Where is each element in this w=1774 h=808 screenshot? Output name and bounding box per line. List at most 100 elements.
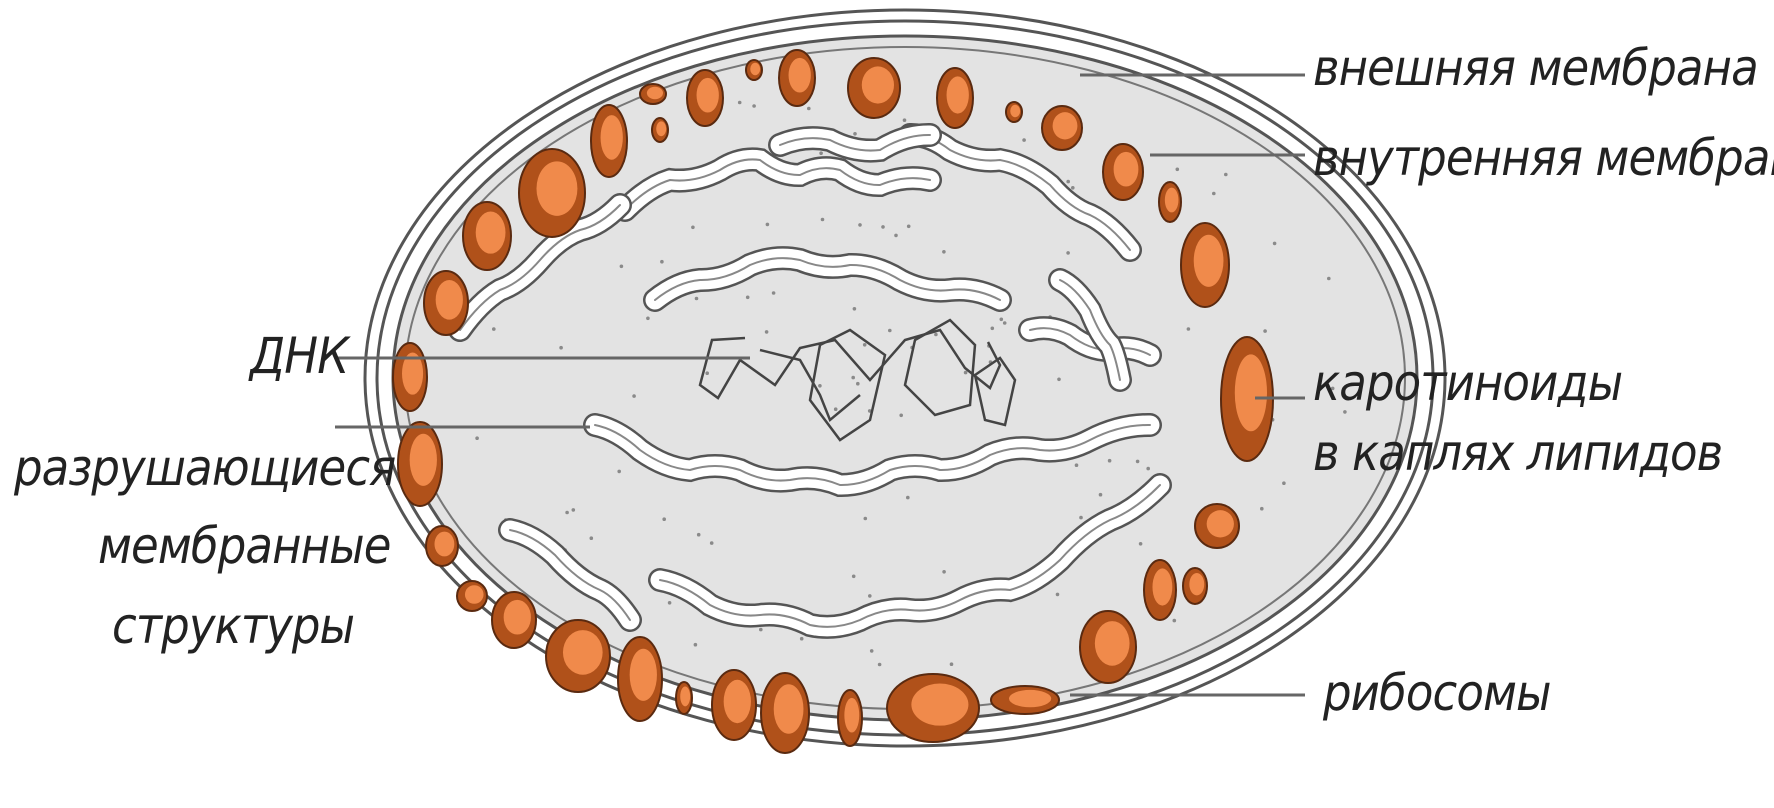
ribosome-dot — [1282, 481, 1286, 485]
carotenoid-droplet-highlight — [1095, 621, 1130, 666]
ribosome-dot — [492, 327, 496, 331]
ribosome-dot — [863, 343, 867, 347]
carotenoid-droplet-highlight — [697, 78, 719, 113]
ribosome-dot — [1212, 192, 1216, 196]
ribosome-dot — [1327, 277, 1331, 281]
ribosome-dot — [868, 594, 872, 598]
ribosome-dot — [1176, 168, 1180, 172]
carotenoid-droplet-highlight — [1194, 235, 1224, 287]
ribosome-dot — [1273, 242, 1277, 246]
ribosome-dot — [1003, 321, 1007, 325]
ribosome-dot — [1075, 463, 1079, 467]
ribosome-dot — [565, 511, 569, 515]
label-carotenoids-2: в каплях липидов — [1313, 425, 1722, 481]
carotenoid-droplet-highlight — [844, 698, 859, 733]
ribosome-dot — [1139, 542, 1143, 546]
carotenoid-droplet-highlight — [630, 649, 657, 701]
ribosome-dot — [991, 327, 995, 331]
carotenoid-droplet-highlight — [1010, 105, 1020, 117]
carotenoid-droplet-highlight — [601, 115, 623, 160]
label-degrading-1: разрушающиеся — [14, 440, 395, 496]
ribosome-dot — [899, 414, 903, 418]
ribosome-dot — [662, 517, 666, 521]
ribosome-dot — [1099, 493, 1103, 497]
carotenoid-droplet-highlight — [563, 630, 603, 675]
carotenoid-droplet-highlight — [862, 66, 894, 103]
carotenoid-droplet-highlight — [647, 87, 663, 99]
ribosome-dot — [559, 346, 563, 350]
ribosome-dot — [668, 601, 672, 605]
ribosome-dot — [1187, 327, 1191, 331]
carotenoid-droplet-highlight — [1053, 112, 1078, 139]
ribosome-dot — [870, 649, 874, 653]
carotenoid-droplet-highlight — [1165, 188, 1179, 213]
label-degrading-2: мембранные — [98, 518, 391, 574]
ribosome-dot — [818, 384, 822, 388]
ribosome-dot — [1000, 318, 1004, 322]
label-dna: ДНК — [250, 328, 348, 384]
ribosome-dot — [834, 407, 838, 411]
ribosome-dot — [906, 496, 910, 500]
carotenoid-droplet-highlight — [1152, 568, 1172, 605]
ribosome-dot — [705, 371, 709, 375]
ribosome-dot — [907, 225, 911, 229]
carotenoid-droplet-highlight — [1235, 354, 1267, 431]
ribosome-dot — [759, 628, 763, 632]
ribosome-dot — [1146, 467, 1150, 471]
carotenoid-droplet-highlight — [410, 434, 437, 486]
ribosome-dot — [851, 376, 855, 380]
ribosome-dot — [821, 218, 825, 222]
ribosome-dot — [964, 371, 968, 375]
ribosome-dot — [695, 297, 699, 301]
label-outer-membrane: внешняя мембрана — [1313, 40, 1758, 96]
ribosome-dot — [752, 104, 756, 108]
ribosome-dot — [1066, 251, 1070, 255]
ribosome-dot — [475, 436, 479, 440]
ribosome-dot — [942, 250, 946, 254]
carotenoid-droplet-highlight — [436, 280, 463, 320]
ribosome-dot — [1173, 619, 1177, 623]
ribosome-dot — [590, 536, 594, 540]
ribosome-dot — [853, 307, 857, 311]
ribosome-dot — [800, 637, 804, 641]
ribosome-dot — [853, 132, 857, 136]
ribosome-dot — [572, 508, 576, 512]
ribosome-dot — [878, 663, 882, 667]
carotenoid-droplet-highlight — [1114, 152, 1139, 187]
ribosome-dot — [632, 394, 636, 398]
carotenoid-droplet-highlight — [465, 585, 484, 604]
carotenoid-droplet-highlight — [536, 161, 577, 216]
carotenoid-droplet-highlight — [774, 684, 804, 734]
ribosome-dot — [738, 101, 742, 105]
ribosome-dot — [950, 662, 954, 666]
ribosome-dot — [1079, 516, 1083, 520]
carotenoid-droplet-highlight — [476, 212, 506, 254]
ribosome-dot — [1057, 378, 1061, 382]
ribosome-dot — [903, 118, 907, 122]
carotenoid-droplet-highlight — [1189, 573, 1204, 595]
carotenoid-droplet-highlight — [1009, 690, 1051, 707]
ribosome-dot — [888, 329, 892, 333]
ribosome-dot — [942, 570, 946, 574]
ribosome-dot — [1108, 459, 1112, 463]
ribosome-dot — [766, 223, 770, 227]
carotenoid-droplet-highlight — [750, 63, 760, 75]
ribosome-dot — [710, 541, 714, 545]
ribosome-dot — [881, 225, 885, 229]
ribosome-dot — [1022, 138, 1026, 142]
carotenoid-droplet-highlight — [680, 686, 690, 706]
ribosome-dot — [858, 223, 862, 227]
ribosome-dot — [852, 575, 856, 579]
label-ribosomes: рибосомы — [1323, 665, 1551, 721]
ribosome-dot — [1056, 593, 1060, 597]
carotenoid-droplet-highlight — [504, 600, 531, 635]
carotenoid-droplet-highlight — [656, 121, 666, 136]
ribosome-dot — [772, 291, 776, 295]
ribosome-dot — [819, 151, 823, 155]
ribosome-dot — [934, 333, 938, 337]
ribosome-dot — [697, 533, 701, 537]
ribosome-dot — [1260, 507, 1264, 511]
ribosome-dot — [1263, 329, 1267, 333]
carotenoid-droplet-highlight — [434, 532, 454, 557]
